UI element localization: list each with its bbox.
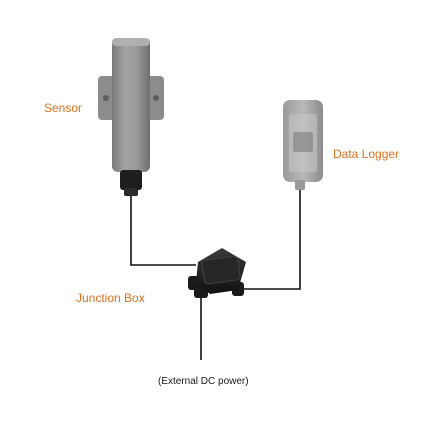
sensor-gland (120, 170, 142, 190)
sensor-device (98, 38, 164, 196)
logger-cable (241, 190, 301, 290)
sensor-gland-nut (124, 188, 138, 196)
junction-box-label: Junction Box (76, 291, 145, 305)
sensor-label: Sensor (44, 101, 83, 115)
sensor-cable (130, 196, 196, 266)
logger-connector (295, 180, 305, 190)
power-label: (External DC power) (158, 376, 249, 387)
data-logger-device (283, 100, 323, 190)
bracket-hole-left (103, 95, 109, 101)
junction-box-device (188, 248, 246, 298)
data-logger-label: Data Logger (333, 147, 400, 161)
sensor-tube (112, 38, 150, 172)
cables (130, 190, 301, 360)
logger-display (293, 132, 313, 152)
bracket-hole-right (153, 95, 159, 101)
junction-box-lid (201, 255, 241, 285)
sensor-tube-top (112, 38, 150, 46)
